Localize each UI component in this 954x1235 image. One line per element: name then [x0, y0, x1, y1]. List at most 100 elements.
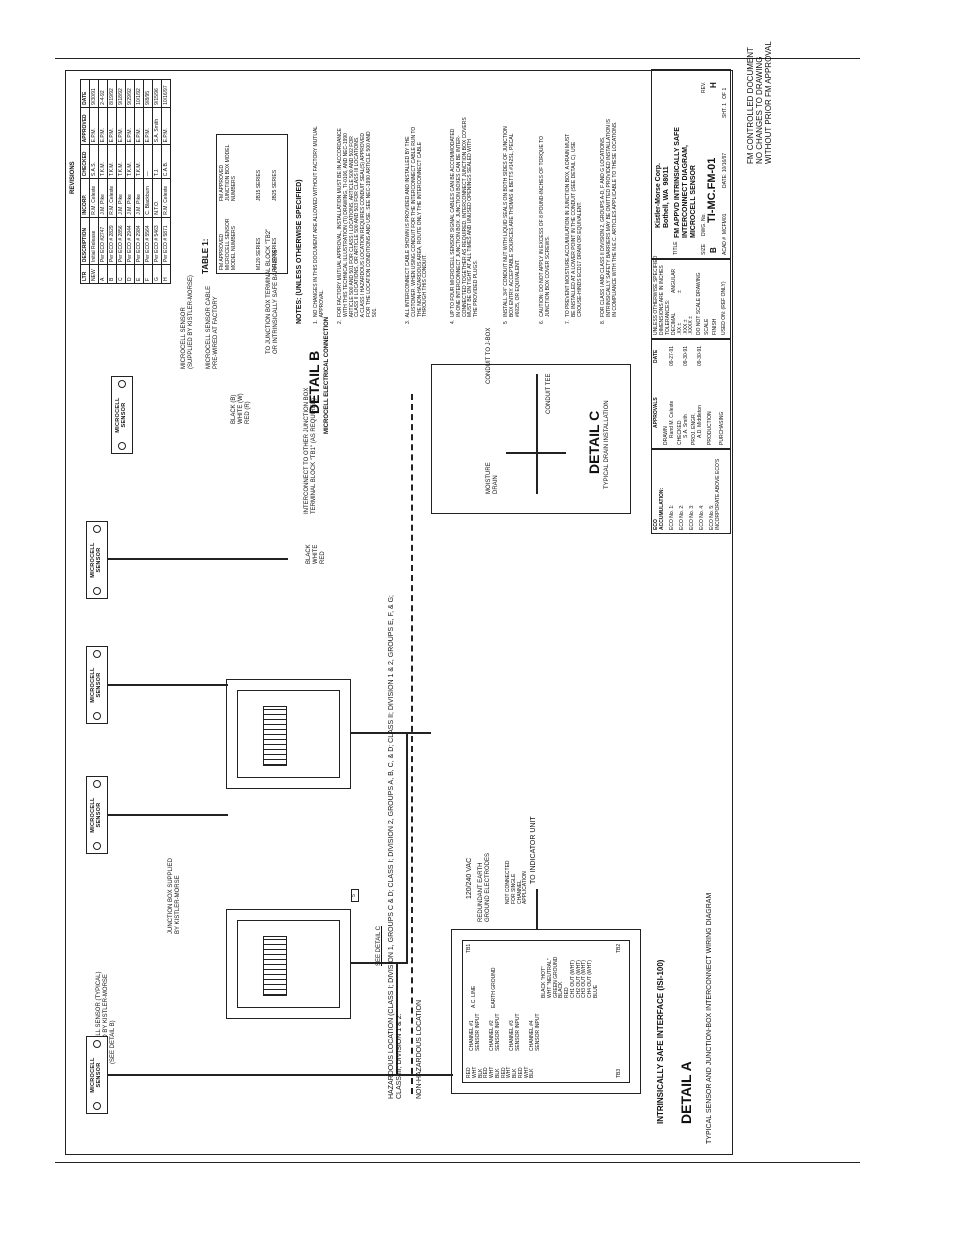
- detail-b-sensor-label: MICROCELL SENSOR (SUPPLIED BY KISTLER-MO…: [181, 275, 194, 369]
- eco-header: ECO ACCUMULATION:: [653, 487, 665, 530]
- detail-c-drain: MOISTURE DRAIN: [486, 462, 499, 494]
- dwg-number: TI-MC.FM-01: [706, 157, 718, 223]
- no-scale-label: DO NOT SCALE DRAWING: [696, 272, 702, 335]
- eco-block: ECO ACCUMULATION: ECO No. 1: ECO No. 2: …: [651, 449, 731, 534]
- revision-cell: T.K.M.: [134, 144, 144, 179]
- revision-cell: R.M. Celeste: [107, 178, 117, 218]
- revision-cell: E.P.M.: [134, 107, 144, 145]
- revision-cell: E.P.M.: [107, 107, 117, 145]
- hazardous-label: HAZARDOUS LOCATION (CLASS I; DIVISION 1,…: [388, 595, 404, 1099]
- revision-cell: B: [107, 264, 117, 284]
- isi-channel-2: CHANNEL #2 SENSOR INPUT: [489, 1013, 501, 1051]
- finish-label: FINISH: [712, 318, 718, 335]
- detail-c-title: DETAIL C: [586, 410, 602, 474]
- eco-row-2: ECO No. 2:: [679, 504, 685, 530]
- revision-cell: 9/8/95: [143, 79, 153, 108]
- approvals-date-header: DATE: [653, 349, 659, 363]
- detail-c-subtitle: TYPICAL DRAIN INSTALLATION: [604, 400, 610, 489]
- revision-cell: 10/1/92: [134, 79, 144, 108]
- cable-link: [406, 732, 408, 964]
- eco-row-1: ECO No. 1:: [669, 504, 675, 530]
- revision-cell: T.K.M.: [116, 144, 126, 179]
- revision-cell: S.A. Smith: [152, 107, 162, 145]
- tolerance-block: UNLESS OTHERWISE SPECIFIED DIMENSIONS AR…: [651, 256, 731, 339]
- isi-tb3: TB3: [616, 1068, 622, 1078]
- revision-cell: 2-4-92: [98, 79, 108, 108]
- table1-title: TABLE 1:: [201, 238, 210, 274]
- title-label: TITLE: [673, 241, 679, 255]
- earth-label: REDUNDANT EARTH GROUND ELECTRODES: [478, 852, 491, 922]
- angular-tolerance: ANGULAR ±: [671, 268, 683, 293]
- revision-cell: J.M. Pike: [134, 178, 144, 218]
- checked-date: 09-30-91: [683, 345, 689, 366]
- company-block: Kistler-Morse Corp. Bothell, WA 98011 TI…: [651, 69, 731, 259]
- isi-terms: RED WHT BLK RED WHT BLK RED WHT BLK RED …: [466, 1066, 536, 1078]
- revision-cell: S.A.S.: [89, 144, 99, 179]
- isi-channel-4: CHANNEL #4 SENSOR INPUT: [529, 1013, 541, 1051]
- isi-output-bus: [536, 889, 538, 929]
- revision-cell: INCORP.: [80, 178, 90, 218]
- approvals-block: APPROVALS DATE DRAWN Rand M. Celeste 09-…: [651, 339, 731, 449]
- detail-b-wires: BLACK (B) WHITE (W) RED (R): [231, 393, 251, 424]
- table1: FM APPROVED MICROCELL SENSOR MODEL NUMBE…: [216, 134, 288, 274]
- note-8: 8. FOR CLASS I AND CLASS II DIVISION 2, …: [600, 119, 618, 324]
- proj-name: A.D. Middleton: [697, 405, 703, 438]
- revision-cell: H: [161, 264, 171, 284]
- isi-tb1: TB1: [466, 943, 472, 953]
- isi-earth-ground: EARTH GROUND: [491, 967, 497, 1008]
- revision-cell: Per ECO # 2944: [125, 217, 135, 265]
- revision-cell: C.A.B.: [161, 144, 171, 179]
- microcell-sensor-2: MICROCELL SENSOR: [86, 776, 108, 854]
- revision-cell: DESCRIPTION: [80, 217, 90, 265]
- table1-col1-header: FM APPROVED MICROCELL SENSOR MODEL NUMBE…: [219, 218, 237, 271]
- detail-a-title: INTRINSICALLY SAFE INTERFACE (ISI-100): [656, 959, 665, 1124]
- revision-cell: Per ECO #2747: [98, 217, 108, 265]
- isi-interface-box: RED WHT BLK RED WHT BLK RED WHT BLK RED …: [451, 929, 641, 1094]
- revision-cell: E.P.M.: [89, 107, 99, 145]
- jbox-supplied-label: JUNCTION BOX SUPPLIED BY KISTLER-MORSE: [168, 857, 181, 934]
- note-7: 7. TO PREVENT MOISTURE ACCUMULATION IN J…: [565, 133, 583, 324]
- revision-cell: T.K.M.: [107, 144, 117, 179]
- notes-title: NOTES: (UNLESS OTHERWISE SPECIFIED): [296, 179, 303, 324]
- revision-cell: J.M. Pike: [125, 178, 135, 218]
- revision-cell: E.P.M.: [98, 107, 108, 145]
- revision-cell: 9/29/92: [125, 79, 135, 108]
- checked-name: S.A. Smith: [683, 414, 689, 438]
- table1-r2c1: M130 SERIES: [272, 237, 278, 270]
- revision-cell: Per ECO # 5463: [152, 217, 162, 265]
- size-value: B: [709, 247, 718, 253]
- jb2-wires: BLACK WHITE RED: [306, 544, 326, 564]
- detail-b-title: DETAIL B: [306, 350, 322, 414]
- note-5: 5 INSTALL 3/4" CONDUIT NUT WITH LIQUID S…: [503, 126, 521, 324]
- table1-col2-header: FM APPROVED JUNCTION BOX MODEL NUMBERS: [219, 144, 237, 201]
- detail-c-to-jbox: CONDUIT TO J-BOX: [486, 327, 492, 384]
- controlled-notice: FM CONTROLLED DOCUMENT NO CHANGES TO DRA…: [746, 41, 774, 164]
- drawn-name: Rand M. Celeste: [669, 400, 675, 438]
- revision-cell: 9/18/92: [116, 79, 126, 108]
- revision-cell: Initial Release: [89, 217, 99, 265]
- revision-cell: 8/19/92: [107, 79, 117, 108]
- see-detail-c-label: SEE DETAIL C: [376, 925, 382, 966]
- revision-cell: CHECKED: [80, 144, 90, 179]
- revision-cell: LTR: [80, 264, 90, 284]
- detail-c-conduit: [536, 374, 538, 494]
- revision-cell: R.M. Celeste: [161, 178, 171, 218]
- detail-b-cable-label: MICROCELL SENSOR CABLE PRE-WIRED AT FACT…: [206, 285, 219, 369]
- revision-cell: APPROVED: [80, 107, 90, 145]
- junction-box-2: [226, 679, 351, 789]
- note-2: 2. FOR FACTORY MUTUAL APPROVAL, INSTALLA…: [337, 128, 378, 324]
- table1-r1c2: JB15 SERIES: [256, 169, 262, 201]
- junction-box-1: [226, 909, 351, 1019]
- revision-cell: NEW: [89, 264, 99, 284]
- revision-cell: J.M. Pike: [116, 178, 126, 218]
- revision-cell: F: [143, 264, 153, 284]
- cable-s1: [108, 1074, 398, 1076]
- proj-date: 09-30-91: [697, 345, 703, 366]
- revision-cell: T.J.: [152, 144, 162, 179]
